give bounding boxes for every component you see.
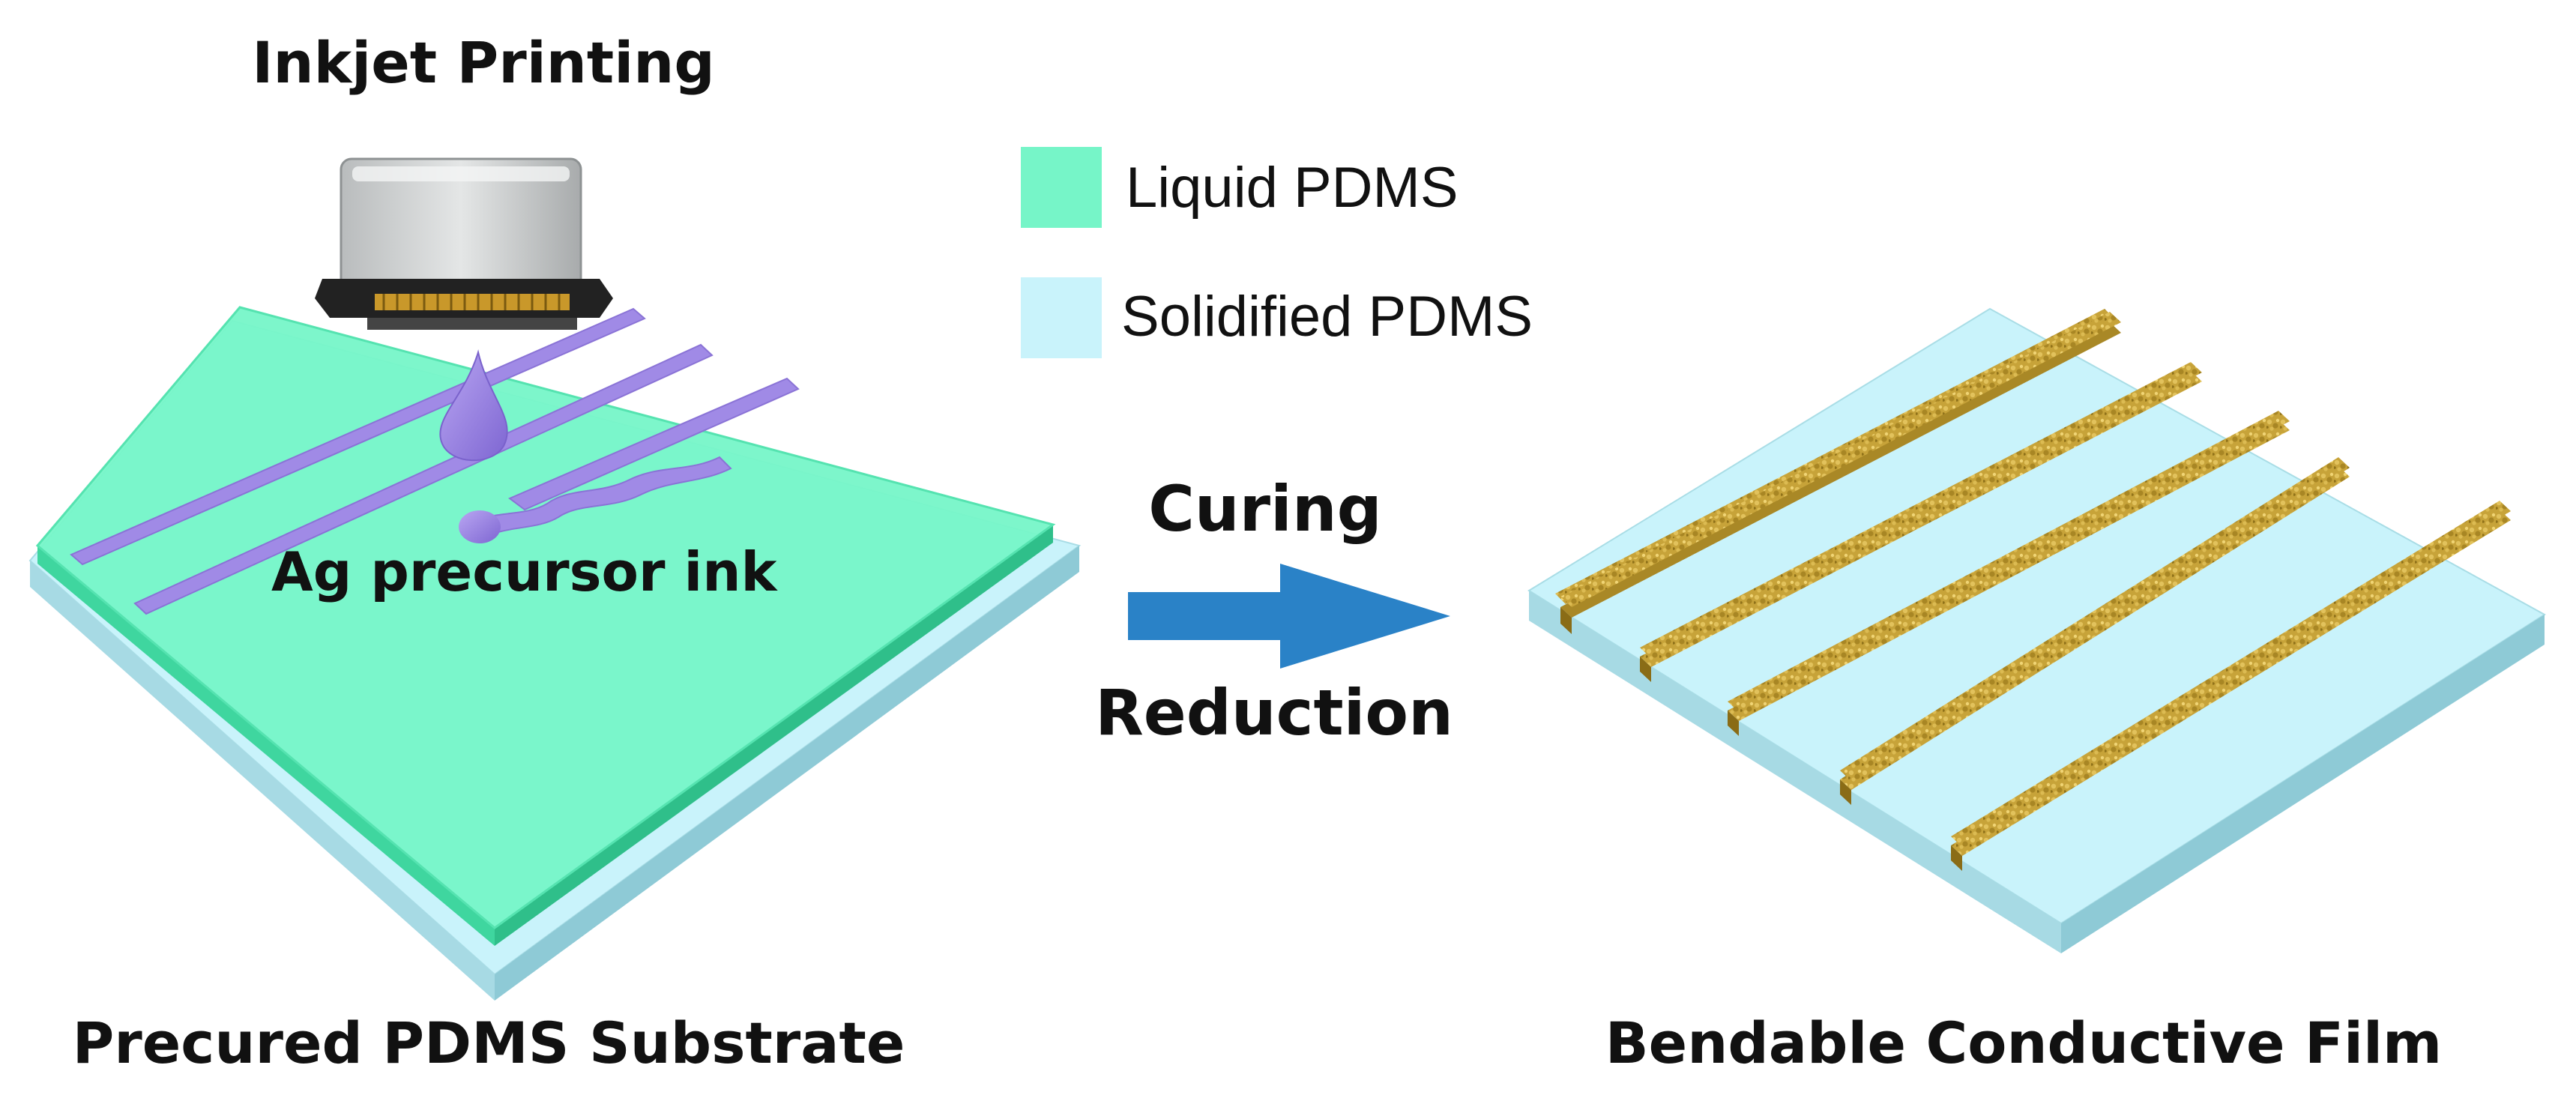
- silver-track-5: [1951, 501, 2511, 871]
- silver-track-3: [1728, 411, 2290, 736]
- ink-droplet: [439, 349, 508, 462]
- printed-ink-lines: [70, 307, 800, 615]
- conductive-film-illustration: [1527, 307, 2546, 953]
- curing-label: Curing: [1148, 472, 1382, 546]
- legend-swatch-liquid-pdms: [1021, 147, 1102, 228]
- inkjet-printhead: [315, 157, 613, 330]
- inkjet-printing-title: Inkjet Printing: [252, 29, 715, 96]
- ag-precursor-ink-label: Ag precursor ink: [271, 540, 778, 603]
- silver-track-1: [1555, 309, 2121, 634]
- precured-substrate-illustration: [28, 157, 1082, 1001]
- precured-substrate-caption: Precured PDMS Substrate: [73, 1010, 905, 1076]
- ink-bulge-segment: [459, 456, 732, 543]
- silver-tracks: [1555, 309, 2511, 871]
- ink-line-2: [133, 343, 714, 615]
- reduction-label: Reduction: [1095, 676, 1453, 749]
- silver-track-4: [1840, 457, 2350, 805]
- legend-label-liquid-pdms: Liquid PDMS: [1126, 156, 1459, 220]
- legend-swatch-solidified-pdms: [1021, 277, 1102, 358]
- solidified-pdms-film: [1527, 307, 2546, 953]
- legend: Liquid PDMS Solidified PDMS: [1021, 147, 1533, 358]
- legend-label-solidified-pdms: Solidified PDMS: [1121, 285, 1533, 349]
- process-arrow: [1128, 564, 1450, 669]
- ink-line-3: [508, 377, 800, 511]
- ink-line-1: [70, 307, 646, 566]
- silver-track-2: [1640, 362, 2202, 682]
- bendable-film-caption: Bendable Conductive Film: [1605, 1010, 2443, 1076]
- liquid-pdms-layer: [35, 306, 1056, 946]
